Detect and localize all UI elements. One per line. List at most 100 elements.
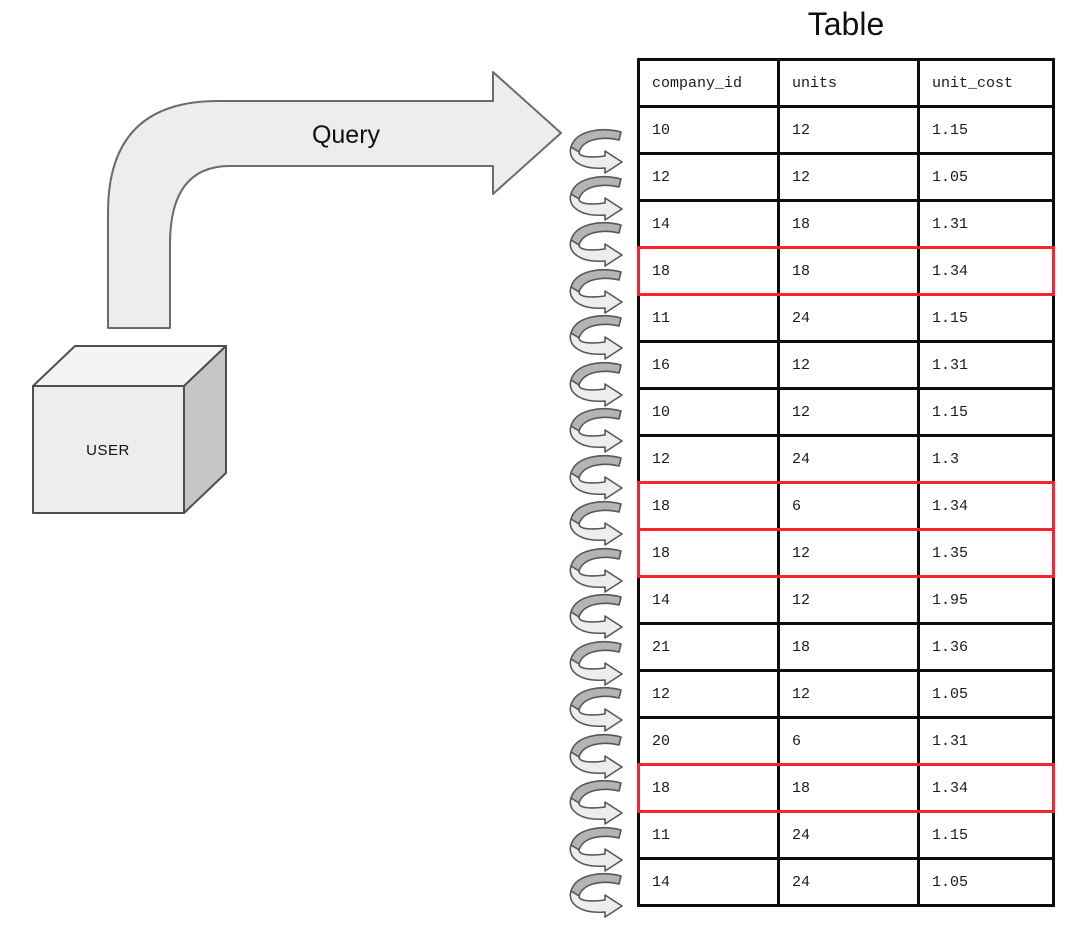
table-cell: 24 bbox=[777, 437, 917, 481]
loop-arrow-icon bbox=[569, 315, 623, 360]
table-cell: 1.05 bbox=[917, 155, 1052, 199]
table-cell: 12 bbox=[777, 108, 917, 152]
table-cell: 18 bbox=[777, 766, 917, 810]
table-cell: 1.15 bbox=[917, 296, 1052, 340]
table-cell: 12 bbox=[777, 390, 917, 434]
loop-arrow-back-band bbox=[570, 454, 622, 479]
query-arrow bbox=[107, 71, 562, 329]
loop-arrow-icon bbox=[569, 501, 623, 546]
table-cell: 24 bbox=[777, 813, 917, 857]
table-cell: 1.3 bbox=[917, 437, 1052, 481]
loop-arrow-back-band bbox=[570, 408, 622, 432]
loop-arrow-icon bbox=[569, 687, 623, 732]
column-header-unit-cost: unit_cost bbox=[917, 61, 1052, 105]
loop-arrow-back-band bbox=[570, 826, 622, 851]
loop-arrow-front-band bbox=[569, 750, 623, 779]
loop-arrow-back-band bbox=[570, 640, 622, 665]
table-cell: 1.34 bbox=[917, 766, 1052, 810]
loop-arrow-back-band bbox=[570, 594, 622, 618]
loop-arrow-front-band bbox=[569, 890, 623, 918]
table-cell: 10 bbox=[652, 121, 671, 139]
loop-arrow-front-band bbox=[569, 332, 623, 360]
table-cell: 18 bbox=[652, 779, 671, 797]
table-cell: 21 bbox=[652, 638, 671, 656]
loop-arrow-front-band bbox=[569, 471, 623, 500]
loop-arrow-back-band bbox=[570, 315, 622, 339]
table-cell: 12 bbox=[777, 343, 917, 387]
table-title: Table bbox=[807, 6, 885, 42]
table-header-row: company_id units unit_cost bbox=[637, 58, 1055, 108]
column-header-company-id: company_id bbox=[652, 74, 743, 92]
table-cell: 1.31 bbox=[917, 343, 1052, 387]
loop-arrow-back-band bbox=[570, 873, 622, 897]
loop-arrow-back-band bbox=[570, 780, 622, 804]
loop-arrow-icon bbox=[569, 826, 623, 872]
table-cell: 1.05 bbox=[917, 860, 1052, 904]
loop-arrow-back-band bbox=[570, 547, 622, 572]
table-cell: 10 bbox=[652, 403, 671, 421]
table-cell: 20 bbox=[652, 732, 671, 750]
table-cell: 18 bbox=[652, 262, 671, 280]
table-cell: 24 bbox=[777, 860, 917, 904]
table-cell: 18 bbox=[652, 544, 671, 562]
loop-arrow-back-band bbox=[570, 175, 622, 200]
loop-arrow-back-band bbox=[570, 687, 622, 711]
loop-arrow-front-band bbox=[569, 425, 623, 453]
table-cell: 1.15 bbox=[917, 108, 1052, 152]
loop-arrow-back-band bbox=[570, 361, 622, 386]
loop-arrow-icon bbox=[569, 222, 623, 267]
table-cell: 18 bbox=[777, 202, 917, 246]
loop-arrow-icon bbox=[569, 547, 623, 593]
loop-arrow-front-band bbox=[569, 797, 623, 825]
table-cell: 11 bbox=[652, 309, 671, 327]
loop-arrow-icon bbox=[569, 454, 623, 500]
loop-arrow-back-band bbox=[570, 733, 622, 758]
loop-arrow-front-band bbox=[569, 611, 623, 639]
table-cell: 12 bbox=[652, 450, 671, 468]
table-cell: 11 bbox=[652, 826, 671, 844]
table-cell: 1.05 bbox=[917, 672, 1052, 716]
loop-arrow-front-band bbox=[569, 657, 623, 686]
loop-arrow-front-band bbox=[569, 704, 623, 732]
table-cell: 18 bbox=[652, 497, 671, 515]
table-cell: 1.95 bbox=[917, 578, 1052, 622]
loop-arrow-icon bbox=[569, 640, 623, 686]
table-cell: 1.15 bbox=[917, 390, 1052, 434]
loop-arrow-back-band bbox=[570, 268, 622, 293]
loop-arrow-back-band bbox=[570, 222, 622, 246]
table-cell: 14 bbox=[652, 873, 671, 891]
table-cell: 16 bbox=[652, 356, 671, 374]
table-cell: 1.35 bbox=[917, 531, 1052, 575]
table-cell: 1.15 bbox=[917, 813, 1052, 857]
loop-arrow-back-band bbox=[570, 129, 622, 153]
table-cell: 1.36 bbox=[917, 625, 1052, 669]
loop-arrow-front-band bbox=[569, 239, 623, 267]
query-flow-graphic: Query USER bbox=[32, 71, 562, 514]
loop-arrow-front-band bbox=[569, 564, 623, 593]
loop-arrow-front-band bbox=[569, 146, 623, 174]
table-cell: 6 bbox=[777, 484, 917, 528]
column-header-units: units bbox=[777, 61, 917, 105]
table-cell: 1.34 bbox=[917, 249, 1052, 293]
loop-arrow-icon bbox=[569, 175, 623, 221]
loop-arrow-icon bbox=[569, 129, 623, 174]
loop-arrow-front-band bbox=[569, 378, 623, 407]
loop-arrow-icon bbox=[569, 780, 623, 825]
loop-arrow-front-band bbox=[569, 843, 623, 872]
